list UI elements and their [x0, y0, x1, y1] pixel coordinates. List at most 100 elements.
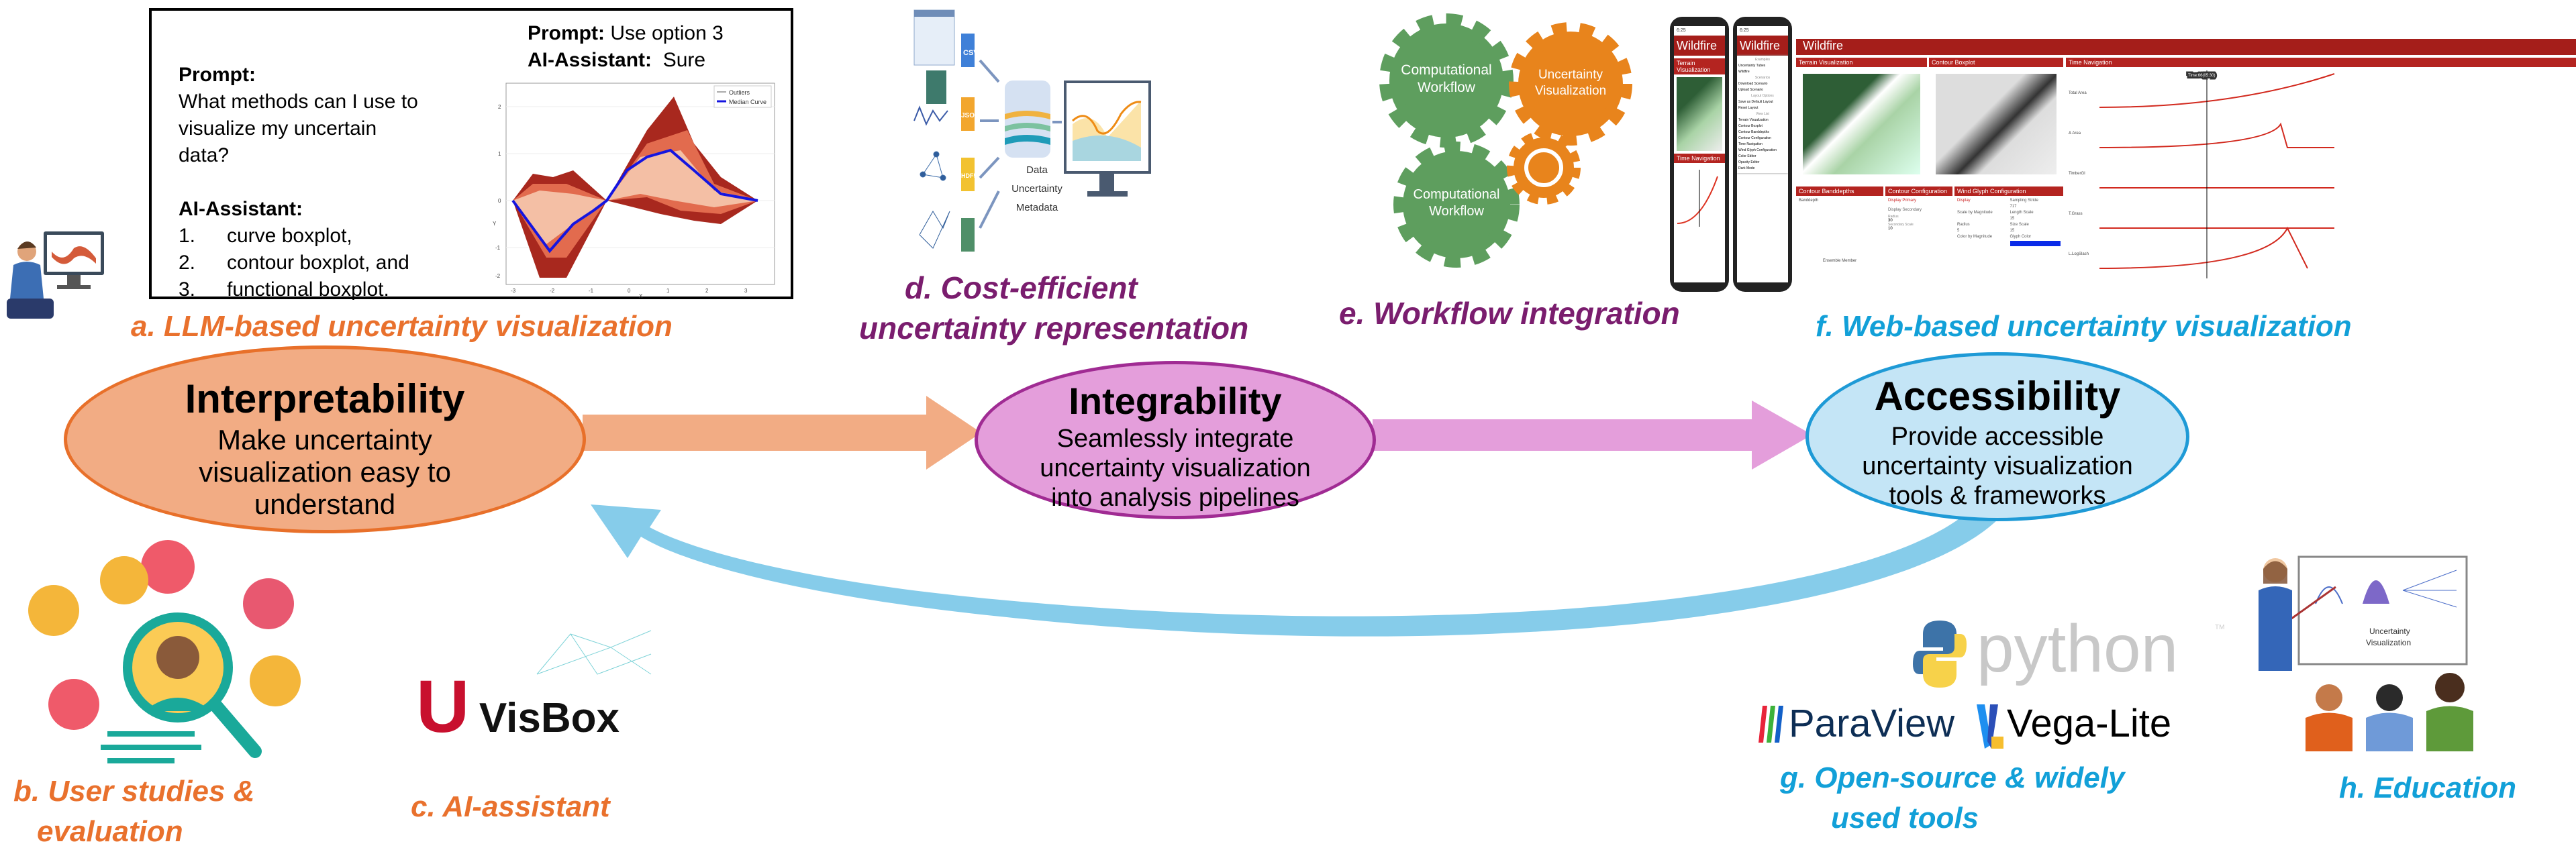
panel-header: Contour Configuration: [1885, 186, 1952, 196]
pillar-description-line: tools & frameworks: [1889, 482, 2106, 510]
metadata-label-line: Data: [1026, 164, 1048, 176]
panel-header: Contour Banddepths: [1796, 186, 1883, 196]
menu-item[interactable]: Color Editor: [1738, 154, 1756, 158]
prompt-text-line: data?: [179, 144, 230, 166]
gear-label: Computational Workflow: [1401, 62, 1492, 96]
hdf5-file-icon: [961, 158, 975, 191]
glyph-color-swatch[interactable]: [2010, 241, 2061, 246]
y-label: TimberGI: [2069, 172, 2085, 176]
functional-boxplot-chart: Outliers Median Curve -3 -2 -1 0 1 2 3 2…: [493, 83, 775, 298]
axis-label: Ensemble Member: [1822, 259, 1857, 263]
y-tick: 2: [498, 104, 501, 110]
vega-lite-logo-icon: [1977, 704, 2003, 749]
config-value[interactable]: 15: [2010, 229, 2015, 233]
x-axis-label: X: [639, 293, 643, 298]
config-value[interactable]: 30: [1888, 219, 1893, 223]
config-option[interactable]: Scale by Magnitude: [1957, 211, 1993, 215]
config-value[interactable]: 10: [1888, 227, 1893, 231]
followup-prompt-text: Use option 3: [610, 22, 724, 44]
user-studies-illustration: [28, 540, 301, 763]
app-menu: Examples Uncertainty Tubes Wildfire Scen…: [1737, 56, 1788, 173]
menu-item[interactable]: Save as Default Layout: [1738, 100, 1773, 104]
x-tick: 1: [666, 288, 670, 294]
caption-g-line1: g. Open-source & widely: [1780, 761, 2125, 794]
list-number: 1.: [179, 225, 196, 247]
caption-d-line1: d. Cost-efficient: [905, 270, 1138, 305]
caption-d-line2: uncertainty representation: [859, 311, 1249, 345]
arrow-interpretability-to-integrability: [583, 396, 981, 470]
panel-header: Time Navigation: [2066, 58, 2576, 67]
legend-outliers: Outliers: [729, 89, 750, 96]
list-number: 2.: [179, 252, 196, 274]
phone-status-time: 6:25: [1677, 28, 1686, 33]
json-file-icon: [961, 97, 975, 131]
pillar-interpretability: Interpretability Make uncertainty visual…: [64, 345, 586, 533]
y-label: Total Area: [2069, 91, 2087, 95]
menu-item[interactable]: Upload Scenario: [1738, 88, 1763, 92]
menu-item[interactable]: Time Navigation: [1738, 142, 1763, 146]
config-option[interactable]: Display: [1957, 199, 1971, 203]
list-item: curve boxplot,: [227, 225, 352, 247]
workflow-gears-illustration: [1379, 13, 1632, 268]
axis-label: Banddepth: [1799, 199, 1819, 203]
config-value[interactable]: 5: [1957, 229, 1960, 233]
menu-item[interactable]: Wind Glyph Configuration: [1738, 148, 1777, 152]
wildfire-desktop-app: Wildfire Terrain Visualization Contour B…: [1796, 39, 2576, 284]
config-label: Secondary Scale: [1888, 223, 1914, 227]
menu-item[interactable]: Contour Configuration: [1738, 136, 1771, 140]
menu-item[interactable]: Reset Layout: [1738, 106, 1758, 110]
person-at-computer-icon: [7, 231, 104, 319]
y-label: L.LogSlash: [2069, 252, 2089, 256]
data-format-illustration: CSV JSON HDF5: [913, 9, 1151, 252]
app-title: Wildfire: [1796, 39, 2576, 55]
config-value[interactable]: 15: [2010, 217, 2015, 221]
menu-item[interactable]: Terrain Visualization: [1738, 118, 1769, 122]
y-label: Δ Area: [2069, 131, 2081, 136]
time-navigation-chart: [1677, 170, 1718, 227]
caption-c: c. AI-assistant: [411, 790, 610, 823]
menu-item[interactable]: Contour Banddepths: [1738, 130, 1769, 134]
caption-g-line2: used tools: [1831, 802, 1979, 835]
config-value[interactable]: 717: [2010, 205, 2017, 209]
menu-item[interactable]: Contour Boxplot: [1738, 124, 1763, 128]
x-tick: -1: [589, 288, 594, 294]
panel-header: Terrain Visualization: [1674, 58, 1725, 74]
menu-item[interactable]: Download Scenario: [1738, 82, 1768, 86]
menu-section-header: Scenarios: [1754, 76, 1771, 80]
panel-header: Contour Boxplot: [1929, 58, 2063, 67]
prompt-text-line: What methods can I use to: [179, 91, 418, 113]
menu-item[interactable]: Uncertainty Tubes: [1738, 64, 1766, 68]
pillar-description-line: understand: [254, 488, 396, 520]
config-option[interactable]: Display Secondary: [1888, 208, 1922, 212]
time-marker: Time:66(05:30): [2188, 74, 2215, 78]
y-tick: -2: [495, 273, 501, 279]
board-text: Visualization: [2366, 638, 2411, 647]
python-logo-icon: [1913, 621, 1967, 688]
panel-header: Time Navigation: [1674, 154, 1725, 163]
menu-item[interactable]: Opacity Editor: [1738, 160, 1760, 164]
followup-prompt-label: Prompt:: [528, 22, 605, 44]
menu-item[interactable]: Dark Mode: [1738, 166, 1755, 170]
panel-header: Wind Glyph Configuration: [1954, 186, 2063, 196]
gear-label: Uncertainty Visualization: [1534, 68, 1607, 98]
config-label: Radius: [1957, 223, 1970, 227]
followup-assistant-label: AI-Assistant:: [528, 49, 652, 71]
pillar-description-line: Provide accessible: [1891, 423, 2104, 451]
pillar-description-line: Make uncertainty: [217, 424, 432, 456]
terrain-map: [1803, 74, 1920, 174]
config-option[interactable]: Display Primary: [1888, 199, 1917, 203]
assistant-label: AI-Assistant:: [179, 198, 303, 220]
y-label: T.Grass: [2069, 212, 2083, 216]
arrow-integrability-to-accessibility: [1373, 400, 1812, 470]
phone-status-time: 6:25: [1740, 28, 1749, 33]
menu-item[interactable]: Wildfire: [1738, 70, 1750, 74]
followup-assistant-text: Sure: [662, 49, 706, 71]
llm-chat-panel: Prompt: What methods can I use to visual…: [149, 8, 793, 301]
config-label: Radius: [1888, 215, 1899, 219]
config-option[interactable]: Color by Magnitude: [1957, 235, 1993, 239]
x-tick: -2: [550, 288, 555, 294]
pillar-title: Interpretability: [185, 376, 465, 421]
file-type-csv: CSV: [963, 49, 979, 57]
monitor-icon: [1064, 81, 1151, 197]
classroom-illustration: Uncertainty Visualization: [2259, 555, 2473, 751]
